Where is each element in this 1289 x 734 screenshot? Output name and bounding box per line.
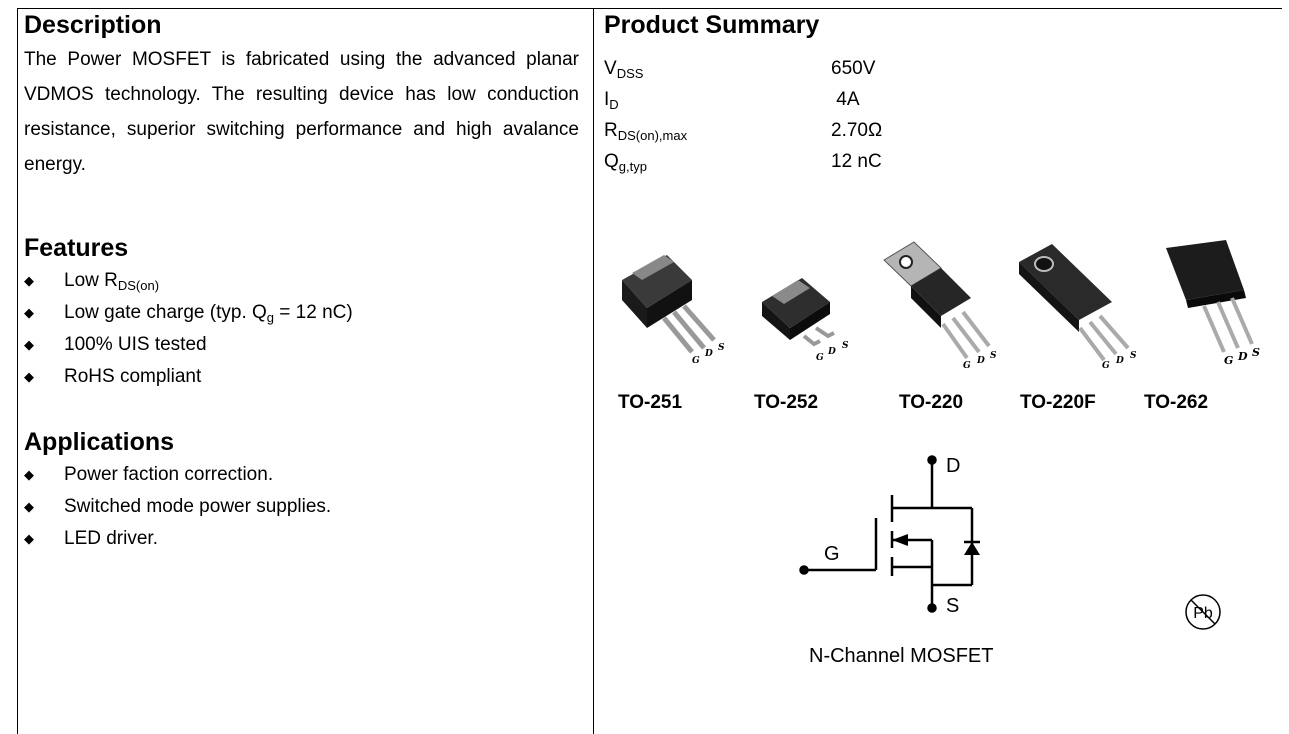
pin-label-d: D <box>1115 356 1124 366</box>
pin-label-g: G <box>1224 354 1233 367</box>
param-qg: Qg,typ <box>604 151 647 174</box>
package-label-to-220f: TO-220F <box>1020 392 1096 413</box>
list-item: ◆ 100% UIS tested <box>24 329 582 361</box>
pin-label-s: S <box>842 341 849 351</box>
value-qg: 12 nC <box>831 151 882 172</box>
package-label-to-251: TO-251 <box>618 392 683 413</box>
to-251-package-image: G D S <box>622 255 725 365</box>
list-item: ◆ LED driver. <box>24 523 582 555</box>
column-divider <box>593 8 594 734</box>
applications-list: ◆ Power faction correction. ◆ Switched m… <box>24 459 582 555</box>
to-220f-package-image: G D S <box>1019 244 1137 370</box>
description-text: The Power MOSFET is fabricated using the… <box>24 49 579 175</box>
datasheet-frame <box>17 8 1282 734</box>
package-labels: TO-251 TO-252 TO-220 TO-220F TO-262 <box>604 388 1282 418</box>
pin-label-s: S <box>1130 351 1137 361</box>
diamond-bullet-icon: ◆ <box>24 467 34 482</box>
list-item: ◆ Switched mode power supplies. <box>24 491 582 523</box>
package-label-to-262: TO-262 <box>1144 392 1209 413</box>
list-item: ◆ Low gate charge (typ. Qg = 12 nC) <box>24 297 582 329</box>
pb-free-icon: Pb <box>1185 594 1221 630</box>
param-rdson: RDS(on),max <box>604 120 688 143</box>
package-label-to-220: TO-220 <box>899 392 964 413</box>
diamond-bullet-icon: ◆ <box>24 369 34 384</box>
pin-label-s: S <box>718 343 725 353</box>
applications-heading: Applications <box>24 428 175 456</box>
right-column: Product Summary VDSS 650V ID 4A RDS(on),… <box>604 8 1282 734</box>
diamond-bullet-icon: ◆ <box>24 531 34 546</box>
pin-label-g: G <box>963 361 971 370</box>
param-id: ID <box>604 89 619 112</box>
diamond-bullet-icon: ◆ <box>24 337 34 352</box>
features-list: ◆ Low RDS(on) ◆ Low gate charge (typ. Qg… <box>24 265 582 393</box>
list-item: ◆ Low RDS(on) <box>24 265 582 297</box>
gate-label: G <box>824 543 840 565</box>
diamond-bullet-icon: ◆ <box>24 305 34 320</box>
package-images: G D S G D S G D S <box>604 240 1282 370</box>
n-channel-mosfet-symbol: D G S <box>799 455 980 617</box>
product-summary-heading: Product Summary <box>604 11 820 39</box>
value-rdson: 2.70Ω <box>831 120 883 141</box>
left-column: Description The Power MOSFET is fabricat… <box>24 8 582 555</box>
list-item: ◆ Power faction correction. <box>24 459 582 491</box>
pb-label: Pb <box>1193 605 1213 622</box>
pin-label-d: D <box>704 349 713 359</box>
list-item: ◆ RoHS compliant <box>24 361 582 393</box>
value-vdss: 650V <box>831 58 876 79</box>
source-label: S <box>946 595 959 617</box>
package-label-to-252: TO-252 <box>754 392 819 413</box>
diamond-bullet-icon: ◆ <box>24 273 34 288</box>
pin-label-d: D <box>976 356 985 366</box>
pin-label-s: S <box>1252 346 1260 359</box>
pin-label-g: G <box>692 356 700 365</box>
pin-label-d: D <box>1237 350 1248 363</box>
drain-label: D <box>946 455 960 477</box>
description-heading: Description <box>24 11 162 39</box>
to-252-package-image: G D S <box>762 278 849 363</box>
pin-label-g: G <box>816 353 824 363</box>
pin-label-g: G <box>1102 361 1110 370</box>
param-vdss: VDSS <box>604 58 644 81</box>
to-220-package-image: G D S <box>883 241 997 370</box>
features-heading: Features <box>24 234 129 262</box>
pin-label-s: S <box>990 351 997 361</box>
schematic-caption: N-Channel MOSFET <box>809 645 994 667</box>
pin-label-d: D <box>827 347 836 357</box>
to-262-package-image: G D S <box>1166 240 1260 367</box>
value-id: 4A <box>831 89 860 110</box>
diamond-bullet-icon: ◆ <box>24 499 34 514</box>
